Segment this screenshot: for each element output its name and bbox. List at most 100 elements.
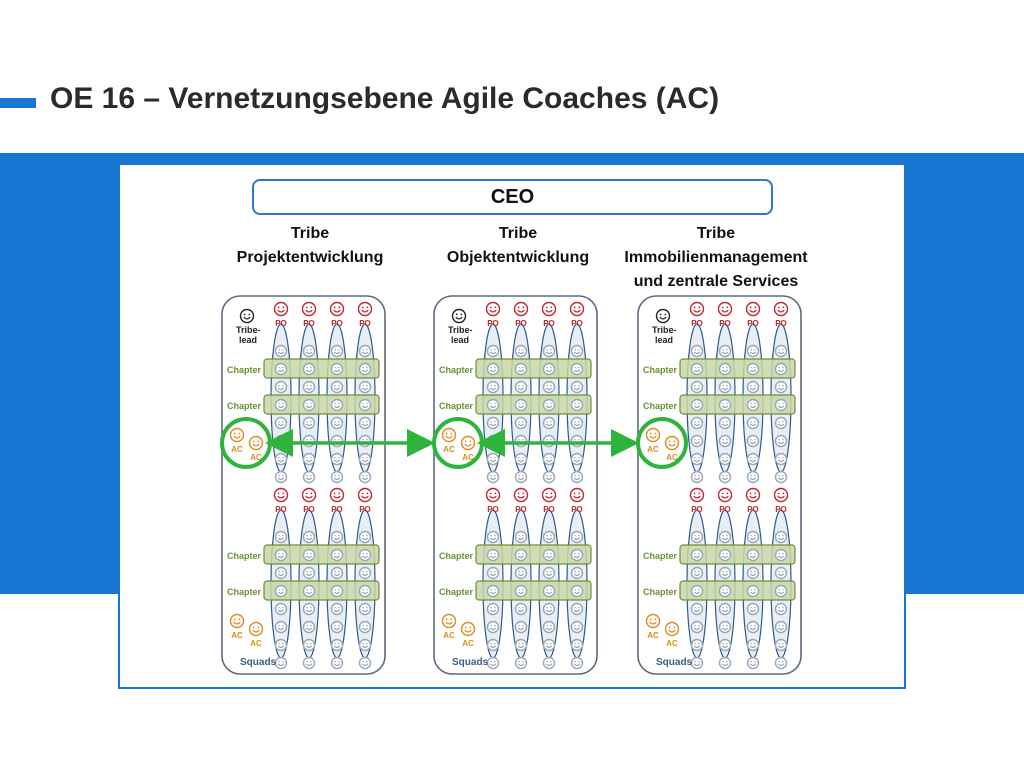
face-eye bbox=[522, 588, 524, 591]
face-eye bbox=[578, 588, 580, 591]
face-outline bbox=[274, 452, 288, 466]
face-eye bbox=[334, 384, 336, 387]
face-mouth bbox=[361, 645, 369, 649]
member-smiley-icon bbox=[718, 380, 732, 394]
face-eye bbox=[522, 660, 524, 663]
face-outline bbox=[358, 452, 372, 466]
face-mouth bbox=[749, 309, 757, 313]
face-eye bbox=[546, 570, 548, 573]
face-outline bbox=[718, 620, 732, 634]
face-eye bbox=[366, 438, 368, 441]
face-eye bbox=[306, 624, 308, 627]
po-smiley-icon bbox=[301, 487, 317, 503]
face-outline bbox=[746, 656, 760, 670]
ac-label: AC bbox=[231, 445, 243, 454]
ac-label: AC bbox=[462, 639, 474, 648]
face-mouth bbox=[333, 627, 341, 631]
po-smiley-icon bbox=[329, 301, 345, 317]
face-eye bbox=[550, 384, 552, 387]
face-mouth bbox=[545, 663, 553, 667]
face-eye bbox=[578, 306, 581, 309]
face-eye bbox=[282, 588, 284, 591]
face-eye bbox=[455, 313, 458, 316]
member-smiley-icon bbox=[330, 530, 344, 544]
member-smiley-icon bbox=[330, 452, 344, 466]
face-mouth bbox=[573, 591, 581, 595]
face-eye bbox=[726, 570, 728, 573]
face-outline bbox=[746, 434, 760, 448]
face-eye bbox=[366, 474, 368, 477]
face-outline bbox=[664, 621, 680, 637]
member-smiley-icon bbox=[274, 656, 288, 670]
po-smiley-icon bbox=[689, 301, 705, 317]
face-eye bbox=[778, 534, 780, 537]
face-eye bbox=[754, 534, 756, 537]
face-eye bbox=[518, 348, 520, 351]
face-eye bbox=[366, 420, 368, 423]
member-smiley-icon bbox=[746, 566, 760, 580]
tribe-header-immobilienmanagement: Tribe Immobilienmanagement und zentrale … bbox=[606, 222, 826, 294]
face-mouth bbox=[361, 609, 369, 613]
face-eye bbox=[550, 660, 552, 663]
face-outline bbox=[690, 620, 704, 634]
face-mouth bbox=[277, 537, 285, 541]
face-eye bbox=[278, 552, 280, 555]
face-eye bbox=[494, 660, 496, 663]
member-smiley-icon bbox=[690, 620, 704, 634]
face-outline bbox=[569, 301, 585, 317]
face-eye bbox=[306, 570, 308, 573]
face-outline bbox=[745, 487, 761, 503]
face-outline bbox=[330, 362, 344, 376]
face-outline bbox=[570, 380, 584, 394]
face-eye bbox=[726, 606, 728, 609]
face-outline bbox=[273, 301, 289, 317]
face-eye bbox=[282, 624, 284, 627]
face-eye bbox=[578, 660, 580, 663]
face-outline bbox=[570, 434, 584, 448]
face-eye bbox=[277, 306, 280, 309]
face-eye bbox=[726, 534, 728, 537]
face-eye bbox=[518, 474, 520, 477]
face-eye bbox=[494, 438, 496, 441]
face-mouth bbox=[517, 495, 525, 499]
face-eye bbox=[518, 402, 520, 405]
squads-label: Squads bbox=[656, 657, 693, 668]
face-eye bbox=[310, 570, 312, 573]
slide-title: OE 16 – Vernetzungsebene Agile Coaches (… bbox=[50, 82, 720, 115]
member-smiley-icon bbox=[774, 548, 788, 562]
face-outline bbox=[302, 584, 316, 598]
face-outline bbox=[774, 620, 788, 634]
face-mouth bbox=[489, 369, 497, 373]
face-eye bbox=[494, 456, 496, 459]
face-eye bbox=[362, 474, 364, 477]
face-eye bbox=[306, 660, 308, 663]
face-eye bbox=[518, 606, 520, 609]
face-eye bbox=[306, 474, 308, 477]
face-eye bbox=[494, 420, 496, 423]
ac-label: AC bbox=[250, 453, 262, 462]
member-smiley-icon bbox=[746, 344, 760, 358]
face-eye bbox=[574, 402, 576, 405]
member-smiley-icon bbox=[690, 416, 704, 430]
face-mouth bbox=[749, 423, 757, 427]
member-smiley-icon bbox=[774, 452, 788, 466]
member-smiley-icon bbox=[570, 452, 584, 466]
face-eye bbox=[574, 456, 576, 459]
face-outline bbox=[542, 620, 556, 634]
face-eye bbox=[338, 642, 340, 645]
member-smiley-icon bbox=[486, 656, 500, 670]
face-outline bbox=[330, 584, 344, 598]
ac-smiley-icon bbox=[645, 427, 661, 443]
face-outline bbox=[773, 301, 789, 317]
face-eye bbox=[578, 534, 580, 537]
face-outline bbox=[302, 434, 316, 448]
tribe-lead-label: Tribe- bbox=[652, 325, 677, 335]
face-eye bbox=[722, 606, 724, 609]
member-smiley-icon bbox=[774, 344, 788, 358]
face-eye bbox=[469, 626, 472, 629]
member-smiley-icon bbox=[330, 566, 344, 580]
face-eye bbox=[282, 492, 285, 495]
face-mouth bbox=[693, 423, 701, 427]
face-eye bbox=[782, 624, 784, 627]
face-mouth bbox=[693, 627, 701, 631]
